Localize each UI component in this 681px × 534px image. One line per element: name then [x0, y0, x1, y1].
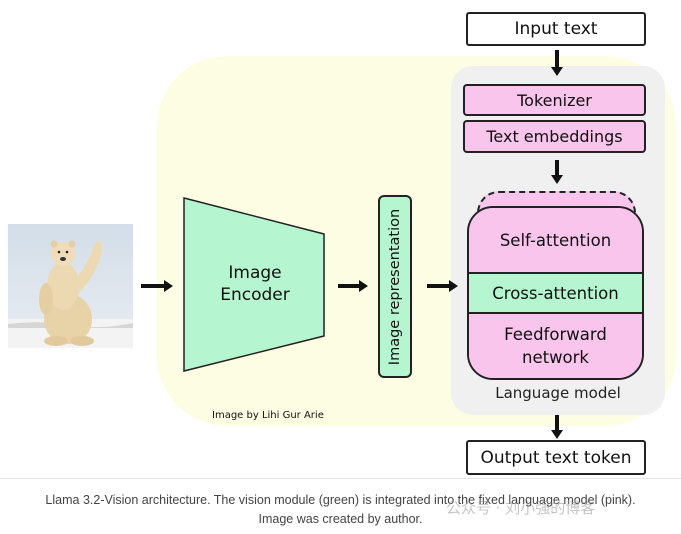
cross-attention-label: Cross-attention [492, 283, 619, 303]
figure-caption: Llama 3.2-Vision architecture. The visio… [0, 491, 681, 529]
image-representation-box: Image representation [378, 195, 412, 378]
watermark: 公众号 · 刘小强的博客 [446, 499, 596, 517]
output-text-token-box: Output text token [466, 440, 646, 475]
caption-line1: Llama 3.2-Vision architecture. The visio… [45, 493, 636, 507]
feedforward-line2: network [521, 348, 589, 367]
language-model-block: Self-attention Cross-attention Feedforwa… [467, 206, 644, 380]
text-embeddings-label: Text embeddings [486, 127, 623, 146]
image-encoder-label: Image Encoder [195, 258, 315, 310]
feedforward-block: Feedforward network [469, 314, 642, 378]
text-embeddings-box: Text embeddings [463, 120, 646, 153]
image-representation-label: Image representation [387, 208, 403, 365]
language-model-label: Language model [495, 384, 621, 402]
caption-line2: Image was created by author. [258, 512, 423, 526]
image-encoder-line1: Image [228, 263, 282, 283]
feedforward-line1: Feedforward [504, 325, 607, 344]
image-encoder-line2: Encoder [220, 285, 290, 305]
self-attention-block: Self-attention [469, 208, 642, 272]
polar-bear-photo [8, 224, 133, 348]
tokenizer-label: Tokenizer [517, 90, 592, 110]
caption-divider [0, 478, 681, 479]
tokenizer-box: Tokenizer [463, 84, 646, 116]
cross-attention-block: Cross-attention [469, 272, 642, 314]
input-text-box: Input text [466, 12, 646, 46]
image-encoder [183, 197, 325, 372]
self-attention-label: Self-attention [499, 230, 612, 250]
output-text-token-label: Output text token [480, 447, 632, 468]
input-text-label: Input text [514, 19, 598, 39]
image-credit: Image by Lihi Gur Arie [212, 410, 324, 421]
